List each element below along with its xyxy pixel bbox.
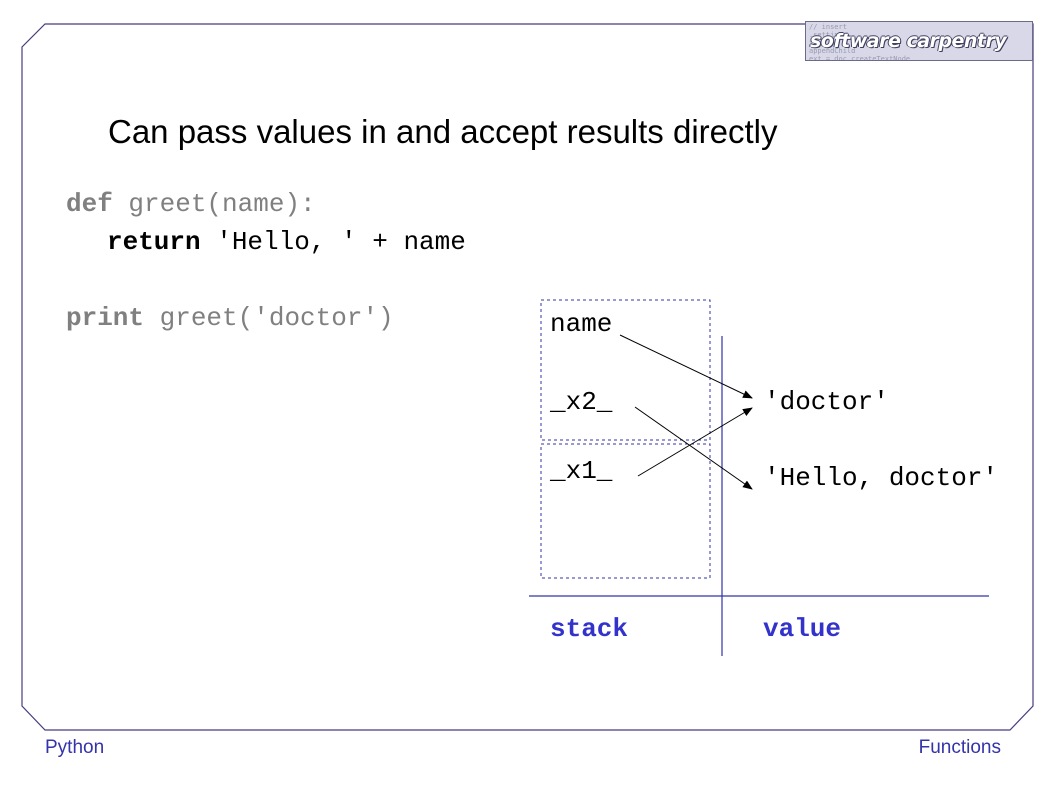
value-hello-doctor: 'Hello, doctor' [764, 463, 999, 493]
logo-background-code: // insert .setting for appendChild ext =… [809, 23, 911, 61]
stack-var-name: name [550, 309, 613, 339]
footer-left: Python [45, 737, 105, 758]
keyword-print: print [66, 303, 145, 333]
logo-text: software carpentry [810, 30, 1007, 52]
frame-box-greet [540, 299, 711, 441]
stack-label: stack [550, 614, 629, 644]
arrow-x1-to-doctor [637, 407, 753, 477]
code-line-return: return 'Hello, ' + name [107, 227, 466, 257]
code-line-print: print greet('doctor') [66, 303, 394, 333]
keyword-return: return [107, 227, 201, 257]
value-doctor: 'doctor' [764, 387, 889, 417]
code-line-def: def greet(name): [66, 189, 316, 219]
slide-title: Can pass values in and accept results di… [108, 113, 778, 150]
stack-var-x1: _x1_ [550, 456, 613, 486]
keyword-def: def [66, 189, 113, 219]
value-label: value [763, 614, 842, 644]
arrow-name-to-doctor [619, 334, 753, 399]
footer-right: Functions [918, 737, 1001, 758]
arrow-x2-to-hello-doctor [634, 406, 753, 490]
code-return-rest: 'Hello, ' + name [200, 227, 466, 257]
frame-box-global [540, 443, 711, 579]
stack-var-x2: _x2_ [550, 387, 613, 417]
code-print-rest: greet('doctor') [144, 303, 394, 333]
code-def-rest: greet(name): [112, 189, 316, 219]
software-carpentry-logo: // insert .setting for appendChild ext =… [805, 21, 1033, 61]
